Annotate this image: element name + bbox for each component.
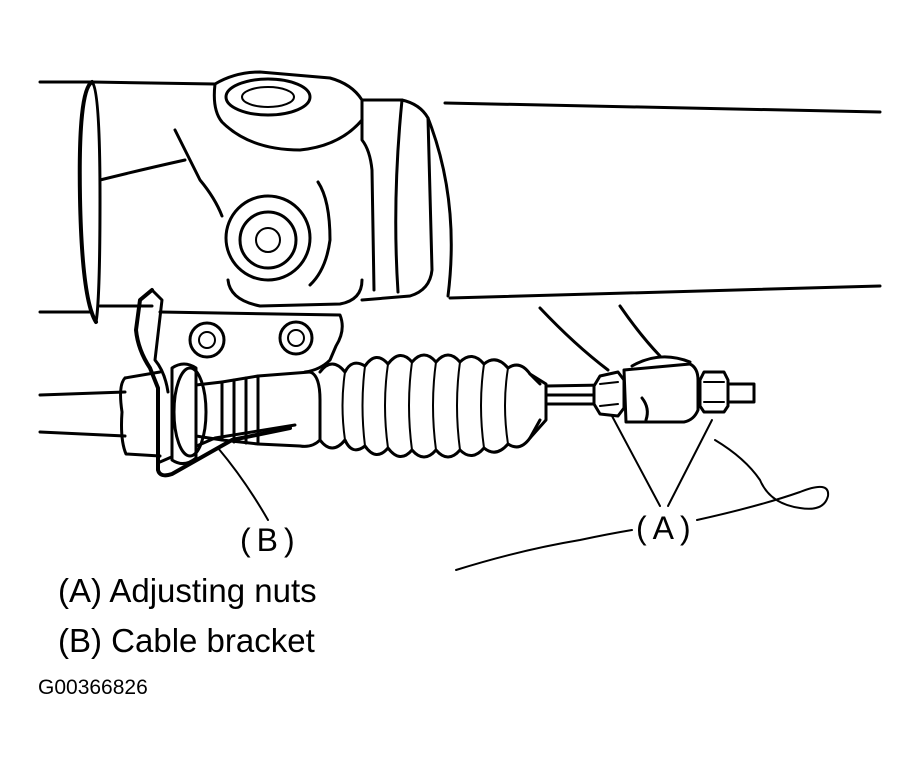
support-lines: [538, 304, 662, 372]
driveshaft-tube: [38, 80, 882, 324]
callout-label-a: (A): [636, 510, 697, 546]
legend-adjusting-nuts: (A) Adjusting nuts: [58, 572, 317, 609]
callout-label-b: (B): [240, 522, 301, 558]
callout-a-leaders: [455, 415, 830, 571]
figure-id: G00366826: [38, 676, 148, 699]
cable-housing: [170, 362, 322, 465]
rubber-boot: [318, 353, 548, 459]
mounting-plate: [158, 310, 344, 374]
callout-b-leader: [217, 447, 269, 521]
lever-rod: [38, 370, 162, 458]
universal-joint: [98, 70, 453, 308]
adjusting-nuts: [592, 355, 756, 424]
legend-cable-bracket: (B) Cable bracket: [58, 622, 315, 659]
